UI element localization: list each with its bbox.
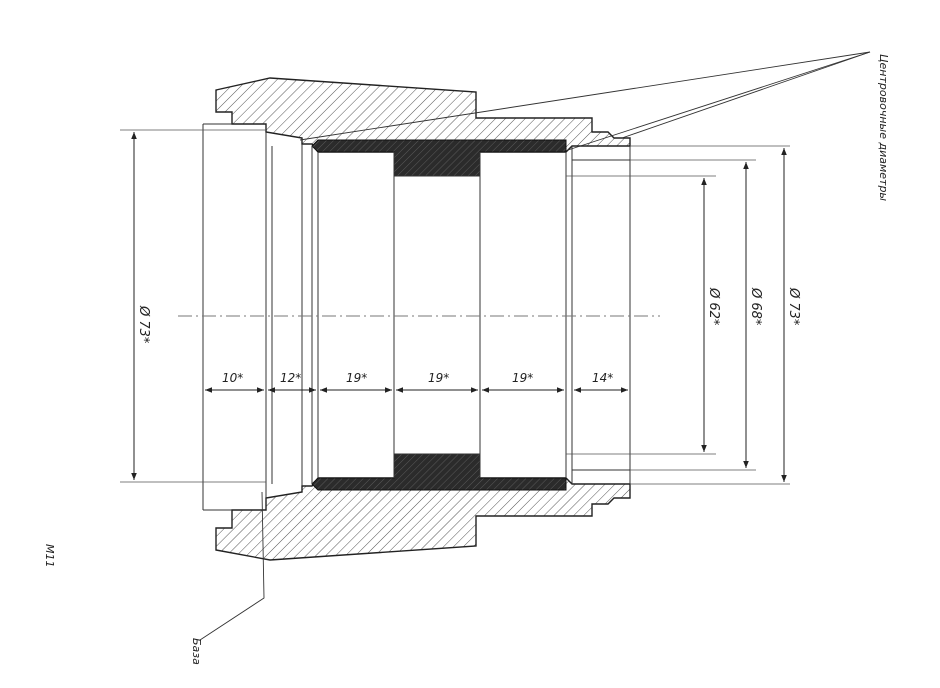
length-label-2: 12* <box>280 371 301 385</box>
extension-lines <box>120 129 790 485</box>
length-label-5: 19* <box>512 371 533 385</box>
dim-left-73-label: Ø 73* <box>136 305 151 344</box>
upper-housing-section <box>215 77 631 153</box>
sheet-label: M11 <box>43 544 56 568</box>
dim-62-label: Ø 62* <box>706 287 721 326</box>
bore-outline <box>202 123 631 511</box>
length-label-4: 19* <box>428 371 449 385</box>
callout-leaders <box>299 51 871 151</box>
lower-bushing <box>311 453 567 491</box>
length-label-6: 14* <box>592 371 613 385</box>
length-label-1: 10* <box>222 371 243 385</box>
lower-housing-section <box>215 477 631 561</box>
upper-bushing <box>311 139 567 177</box>
base-leader <box>199 491 265 641</box>
length-label-3: 19* <box>346 371 367 385</box>
dim-68-label: Ø 68* <box>748 287 763 326</box>
dim-right-73-label: Ø 73* <box>786 287 801 326</box>
callout-label: Центровочные диаметры <box>877 54 890 201</box>
base-label: База <box>190 638 203 665</box>
